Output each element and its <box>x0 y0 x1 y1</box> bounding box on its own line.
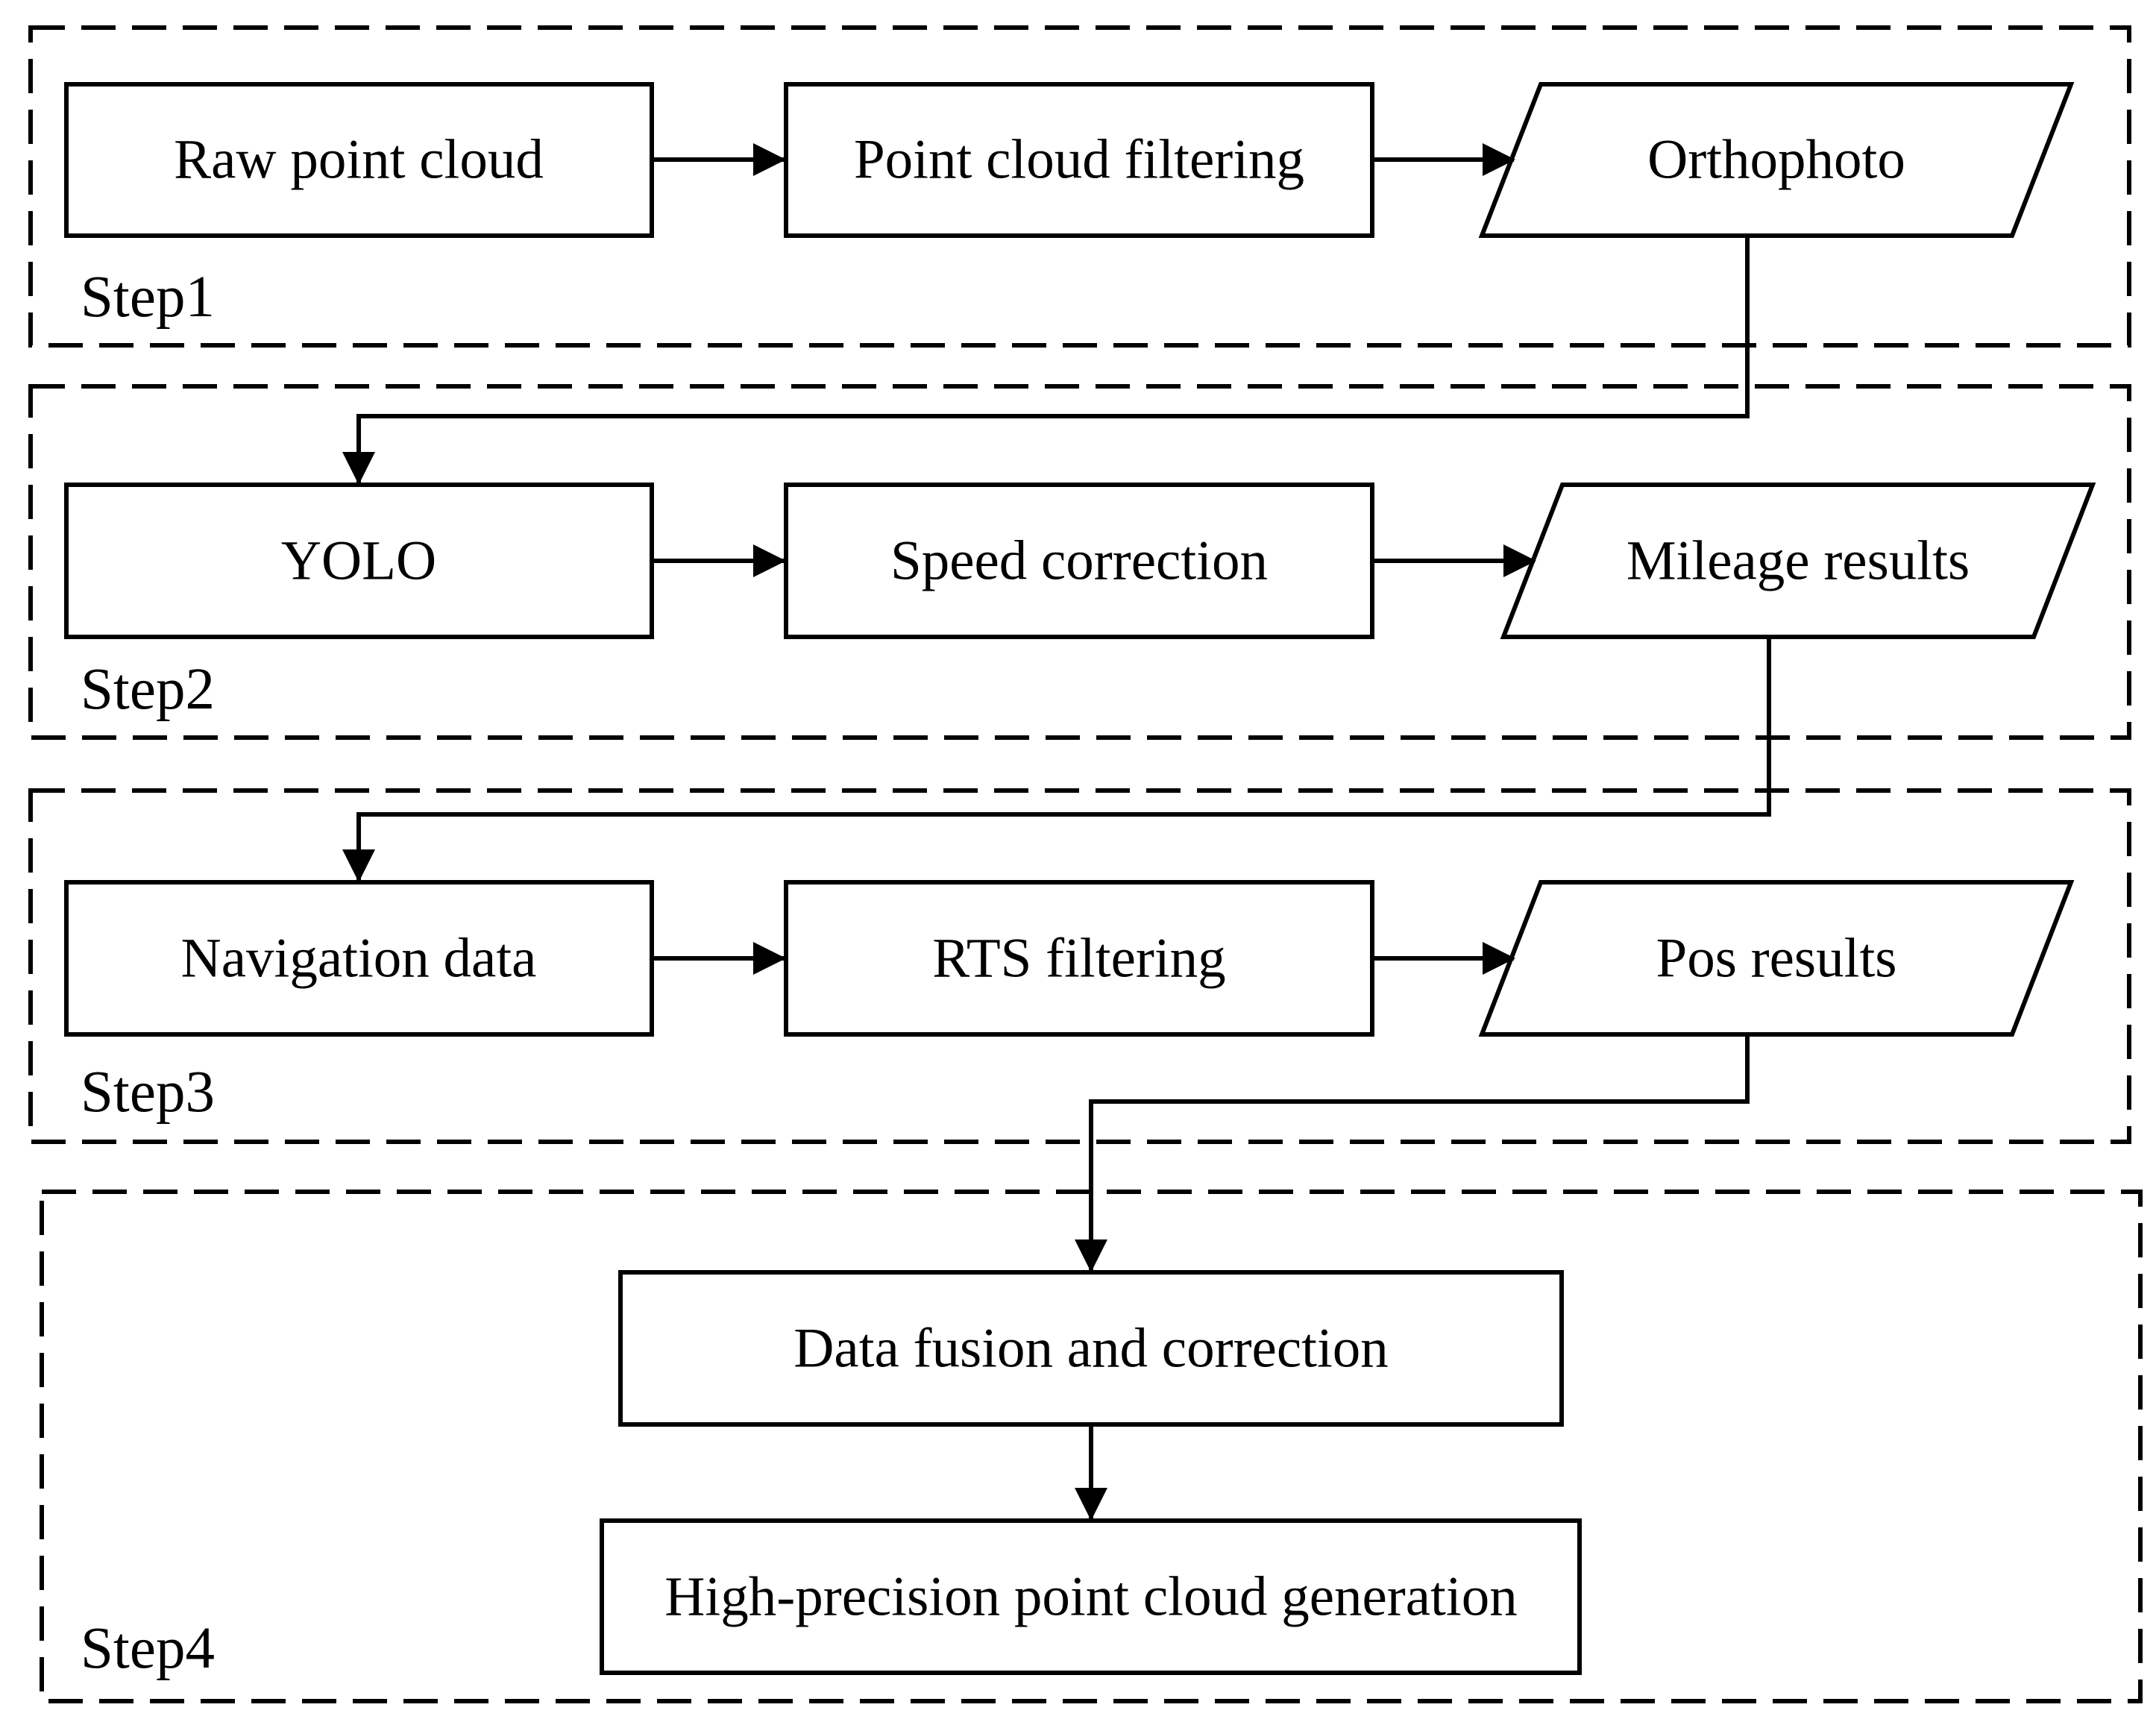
step3-frame <box>28 788 2131 1144</box>
step1-frame <box>28 25 2131 348</box>
yolo-box <box>64 483 654 639</box>
data-fusion-box <box>618 1270 1564 1427</box>
point-cloud-filtering-box <box>784 82 1374 238</box>
step2-label: Step2 <box>81 657 215 722</box>
mileage-results-label: Mileage results <box>1627 530 1970 592</box>
rts-filtering-label: RTS filtering <box>932 928 1225 990</box>
mileage-results-shape <box>1500 483 2096 639</box>
data-fusion-label: Data fusion and correction <box>793 1318 1389 1380</box>
high-precision-label: High-precision point cloud generation <box>664 1566 1517 1628</box>
connector-pos-to-fusion <box>1075 1034 1750 1272</box>
point-cloud-filtering-label: Point cloud filtering <box>854 129 1304 191</box>
step4-label: Step4 <box>81 1616 215 1681</box>
rts-filtering-box <box>784 880 1374 1037</box>
step3-group: Step3 Navigation data RTS filtering Pos … <box>28 788 2131 1144</box>
pos-results-label: Pos results <box>1656 928 1897 990</box>
speed-correction-label: Speed correction <box>890 530 1268 592</box>
orthophoto-label: Orthophoto <box>1647 129 1905 191</box>
step1-label: Step1 <box>81 265 215 330</box>
high-precision-box <box>600 1518 1582 1675</box>
step2-group: Step2 YOLO Speed correction Mileage resu… <box>28 384 2131 740</box>
step1-group: Step1 Raw point cloud Point cloud filter… <box>28 25 2131 348</box>
step4-group: Step4 Data fusion and correction High-pr… <box>40 1190 2143 1703</box>
yolo-label: YOLO <box>281 530 436 592</box>
step4-frame <box>40 1190 2143 1703</box>
step2-frame <box>28 384 2131 740</box>
connector-mileage-to-navigation <box>342 637 1771 882</box>
orthophoto-shape <box>1478 82 2075 238</box>
step3-label: Step3 <box>81 1060 215 1125</box>
connector-orthophoto-to-yolo <box>342 236 1750 485</box>
raw-point-cloud-label: Raw point cloud <box>174 129 544 191</box>
pos-results-shape <box>1478 880 2075 1037</box>
navigation-data-label: Navigation data <box>181 928 537 990</box>
